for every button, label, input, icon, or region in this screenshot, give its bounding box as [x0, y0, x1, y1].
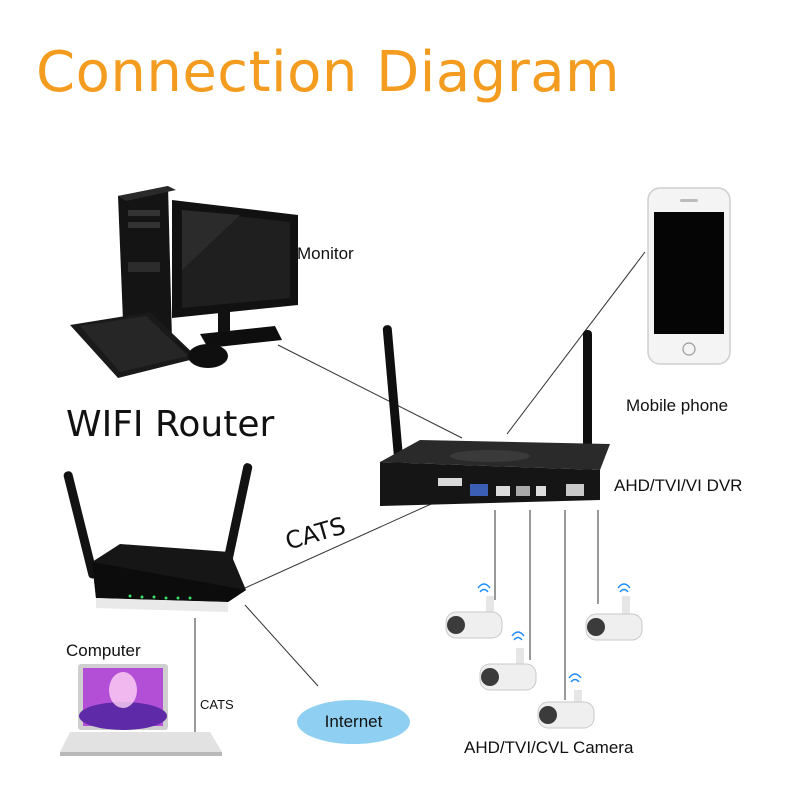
laptop-icon — [60, 664, 222, 756]
label-cats-small: CATS — [200, 697, 234, 712]
line-router-dvr — [244, 499, 441, 589]
dvr-icon — [380, 325, 610, 506]
label-mobile-phone: Mobile phone — [626, 396, 729, 415]
desktop-pc-icon — [70, 186, 298, 378]
camera-icon — [445, 596, 643, 729]
label-monitor: Monitor — [297, 244, 354, 263]
router-icon — [63, 463, 253, 612]
connection-lines — [194, 251, 646, 735]
label-computer: Computer — [66, 641, 141, 660]
line-router-internet — [244, 604, 319, 687]
label-camera: AHD/TVI/CVL Camera — [464, 738, 634, 757]
smartphone-icon — [647, 187, 731, 365]
wifi-signal-icon — [477, 583, 631, 683]
internet-bubble: Internet — [297, 700, 410, 744]
line-phone-dvr — [506, 251, 646, 435]
diagram-title: Connection Diagram — [36, 40, 621, 105]
line-monitor-dvr — [277, 344, 463, 439]
label-internet: Internet — [324, 712, 383, 731]
label-wifi-router: WIFI Router — [66, 404, 275, 445]
label-dvr: AHD/TVI/VI DVR — [614, 476, 743, 495]
